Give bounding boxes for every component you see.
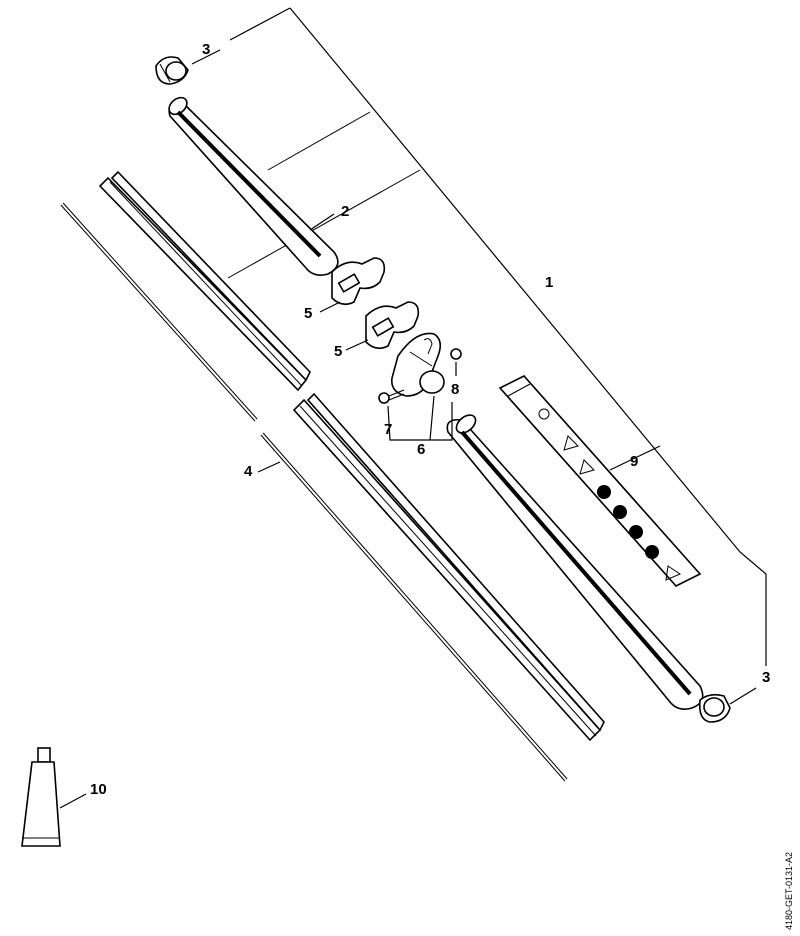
drive-shaft <box>60 202 568 782</box>
tube-section-line-lower <box>227 169 421 279</box>
label-ppe-icon <box>629 525 643 539</box>
callout-8: 8 <box>451 381 459 398</box>
drawing-code: 4180-GET-0131-A2 <box>784 852 794 930</box>
end-cap-bottom <box>698 693 731 723</box>
nut <box>450 348 462 360</box>
leader-6-stem <box>429 395 435 441</box>
screw <box>378 389 405 404</box>
leader-5-upper <box>319 301 341 313</box>
callout-10: 10 <box>90 781 107 798</box>
end-cap-top <box>155 56 189 85</box>
tube-section-line-upper <box>267 111 371 171</box>
upper-tube <box>168 96 339 276</box>
leader-2 <box>309 213 335 231</box>
leader-3-top <box>191 49 221 65</box>
clamp-upper <box>331 257 386 306</box>
drive-shaft-liner <box>98 170 605 742</box>
label-ppe-icon <box>613 505 627 519</box>
label-warning-triangle-icon <box>665 565 682 581</box>
leader-9 <box>609 445 661 471</box>
label-warning-triangle-icon <box>579 459 595 475</box>
callout-5-lower: 5 <box>334 343 342 360</box>
callout-7: 7 <box>384 421 392 438</box>
grease-tube <box>21 747 61 847</box>
callout-9: 9 <box>630 453 638 470</box>
handle-clamp <box>390 332 445 397</box>
label-ppe-icon <box>597 485 611 499</box>
warning-label <box>498 375 702 587</box>
label-symbol-circle <box>538 408 550 420</box>
leader-6-bracket <box>387 402 453 441</box>
label-warning-triangle-icon <box>563 435 579 451</box>
leader-4 <box>257 461 281 473</box>
assembly-bracket-1 <box>229 7 767 666</box>
callout-5-upper: 5 <box>304 305 312 322</box>
callout-3-top: 3 <box>202 41 210 58</box>
leader-5-lower <box>345 339 369 351</box>
callout-1: 1 <box>545 274 553 291</box>
label-ppe-icon <box>645 545 659 559</box>
callout-2: 2 <box>341 203 349 220</box>
callout-6: 6 <box>417 441 425 458</box>
callout-3-bottom: 3 <box>762 669 770 686</box>
leader-3-bottom <box>729 687 757 705</box>
clamp-lower <box>365 301 420 350</box>
callout-4: 4 <box>244 463 253 480</box>
leader-10 <box>59 793 87 809</box>
